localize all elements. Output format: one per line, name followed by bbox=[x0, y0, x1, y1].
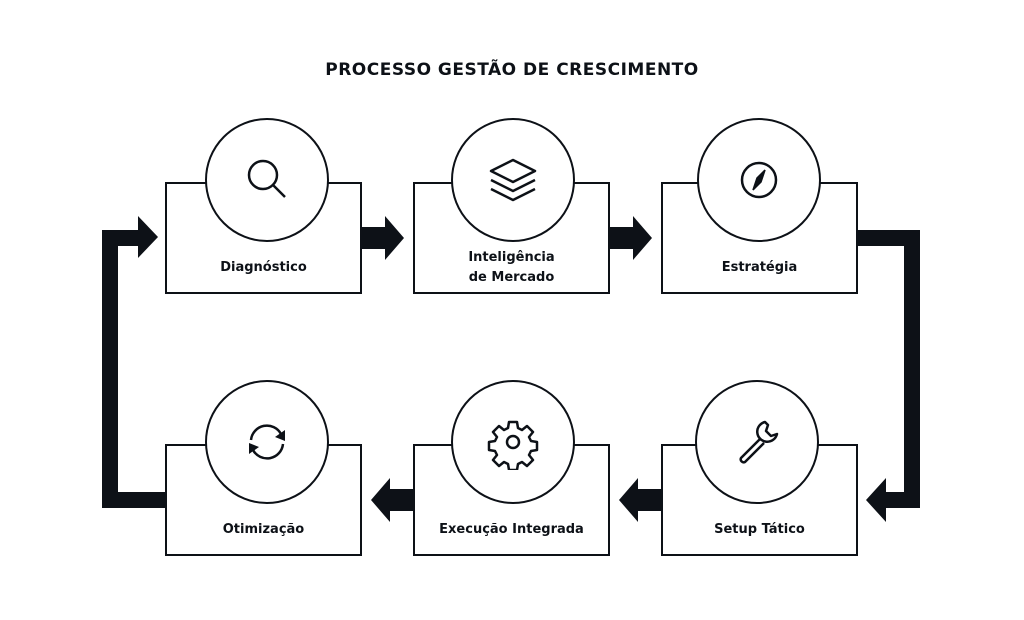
arrow-diagnostico-to-inteligencia bbox=[362, 216, 404, 260]
wrench-icon bbox=[739, 420, 779, 464]
step-circle bbox=[695, 380, 819, 504]
step-circle bbox=[205, 380, 329, 504]
refresh-icon bbox=[249, 424, 285, 460]
layers-icon bbox=[489, 158, 537, 202]
arrow-estrategia-to-setup bbox=[858, 230, 920, 522]
compass-icon bbox=[740, 161, 778, 199]
arrow-setup-to-execucao bbox=[619, 478, 661, 522]
arrow-execucao-to-otimizacao bbox=[371, 478, 413, 522]
step-label: Otimização bbox=[222, 522, 305, 537]
diagram-title: PROCESSO GESTÃO DE CRESCIMENTO bbox=[325, 60, 699, 80]
step-circle bbox=[205, 118, 329, 242]
step-label: Inteligência de Mercado bbox=[468, 250, 555, 285]
step-circle bbox=[451, 380, 575, 504]
step-label: Execução Integrada bbox=[439, 522, 584, 537]
step-label: Setup Tático bbox=[714, 522, 805, 537]
gear-icon bbox=[487, 420, 539, 470]
step-circle bbox=[451, 118, 575, 242]
step-label: Estratégia bbox=[721, 260, 798, 275]
arrow-inteligencia-to-estrategia bbox=[610, 216, 652, 260]
arrow-otimizacao-to-diagnostico bbox=[102, 216, 165, 508]
step-circle bbox=[697, 118, 821, 242]
step-label: Diagnóstico bbox=[220, 260, 307, 275]
magnifier-icon bbox=[247, 159, 286, 198]
